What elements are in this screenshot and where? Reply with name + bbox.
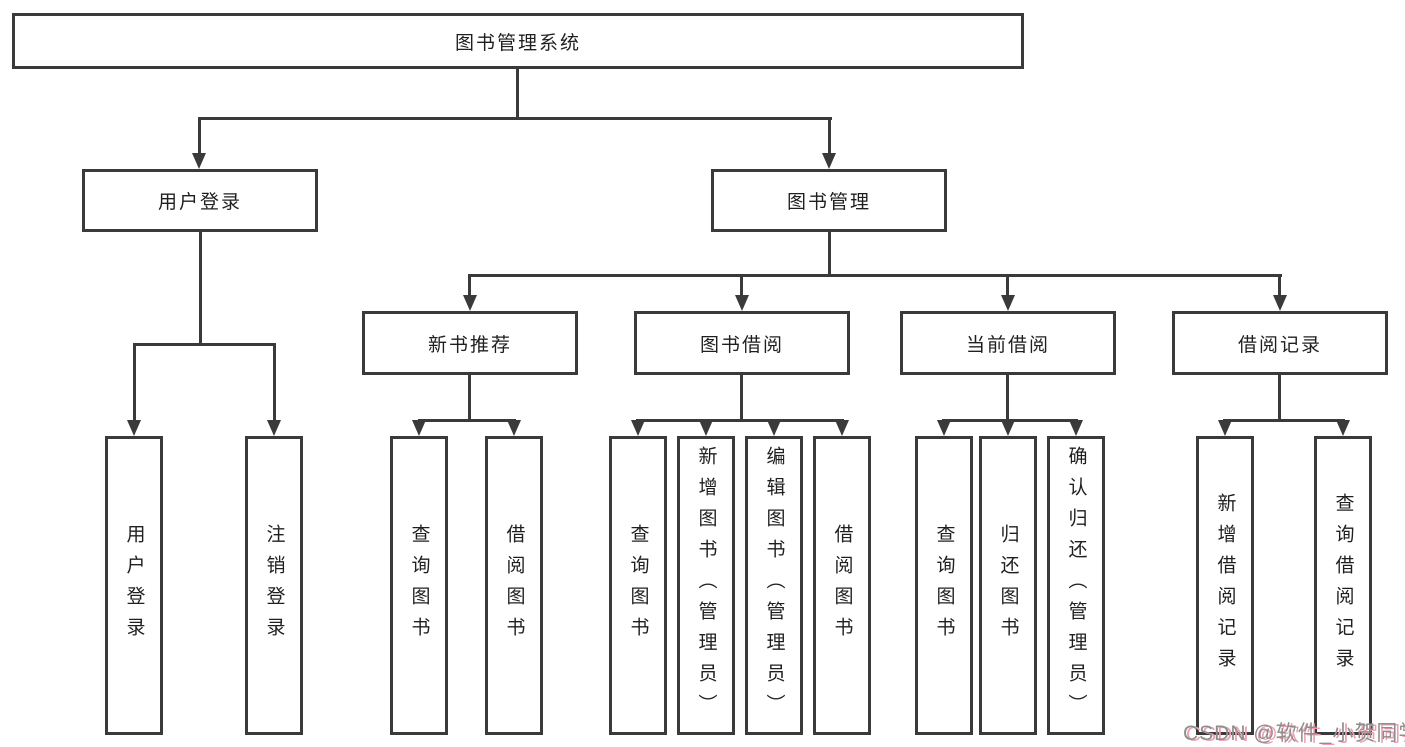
connector-borrow-bar [636, 419, 844, 422]
connector-bookmgmt-drop-2 [740, 274, 743, 296]
leaf-user-login: 用户登录 [105, 436, 163, 735]
connector-root-left-drop [198, 117, 201, 154]
leaf-query-books-recommend: 查询图书 [390, 436, 448, 735]
connector-records-bar [1223, 419, 1345, 422]
connector-bookmgmt-drop-3 [1006, 274, 1009, 296]
arrow-down [1218, 420, 1232, 436]
connector-bookmgmt-stem [828, 232, 831, 274]
connector-records-stem [1278, 375, 1281, 419]
arrow-down [699, 420, 713, 436]
arrow-down [412, 420, 426, 436]
connector-userlogin-stem [199, 232, 202, 343]
node-borrowing-records: 借阅记录 [1172, 311, 1388, 375]
connector-newbook-stem [468, 375, 471, 419]
leaf-borrow-books: 借阅图书 [813, 436, 871, 735]
arrow-down [1001, 295, 1015, 311]
arrow-down [1336, 420, 1350, 436]
leaf-query-books-current: 查询图书 [915, 436, 973, 735]
leaf-borrow-books-recommend: 借阅图书 [485, 436, 543, 735]
node-library-management-system: 图书管理系统 [12, 13, 1024, 69]
arrow-down [822, 153, 836, 169]
leaf-query-books-borrow: 查询图书 [609, 436, 667, 735]
node-current-borrowing: 当前借阅 [900, 311, 1116, 375]
arrow-down [267, 420, 281, 436]
arrow-down [835, 420, 849, 436]
connector-bookmgmt-drop-1 [468, 274, 471, 296]
connector-current-stem [1006, 375, 1009, 419]
leaf-query-borrow-record: 查询借阅记录 [1314, 436, 1372, 735]
arrow-down [631, 420, 645, 436]
connector-bookmgmt-bar [468, 274, 1282, 277]
arrow-down [1273, 295, 1287, 311]
leaf-add-borrow-record: 新增借阅记录 [1196, 436, 1254, 735]
leaf-confirm-return-admin: 确认归还（管理员） [1047, 436, 1105, 735]
connector-userlogin-drop-1 [133, 343, 136, 421]
arrow-down [127, 420, 141, 436]
arrow-down [937, 420, 951, 436]
node-book-borrowing: 图书借阅 [634, 311, 850, 375]
leaf-return-books: 归还图书 [979, 436, 1037, 735]
node-user-login: 用户登录 [82, 169, 318, 232]
csdn-watermark: CSDN @软件_小贺同学 [1183, 722, 1405, 745]
node-book-management: 图书管理 [711, 169, 947, 232]
node-new-book-recommendation: 新书推荐 [362, 311, 578, 375]
connector-root-right-drop [828, 117, 831, 154]
leaf-edit-books-admin: 编辑图书（管理员） [745, 436, 803, 735]
arrow-down [767, 420, 781, 436]
connector-borrow-stem [740, 375, 743, 419]
arrow-down [1001, 420, 1015, 436]
arrow-down [1069, 420, 1083, 436]
connector-userlogin-bar [133, 343, 276, 346]
arrow-down [192, 153, 206, 169]
connector-root-stem [516, 69, 519, 117]
leaf-add-books-admin: 新增图书（管理员） [677, 436, 735, 735]
connector-root-bar [198, 117, 832, 120]
arrow-down [463, 295, 477, 311]
connector-newbook-bar [418, 419, 516, 422]
connector-bookmgmt-drop-4 [1278, 274, 1281, 296]
arrow-down [735, 295, 749, 311]
connector-userlogin-drop-2 [273, 343, 276, 421]
arrow-down [507, 420, 521, 436]
leaf-logout: 注销登录 [245, 436, 303, 735]
